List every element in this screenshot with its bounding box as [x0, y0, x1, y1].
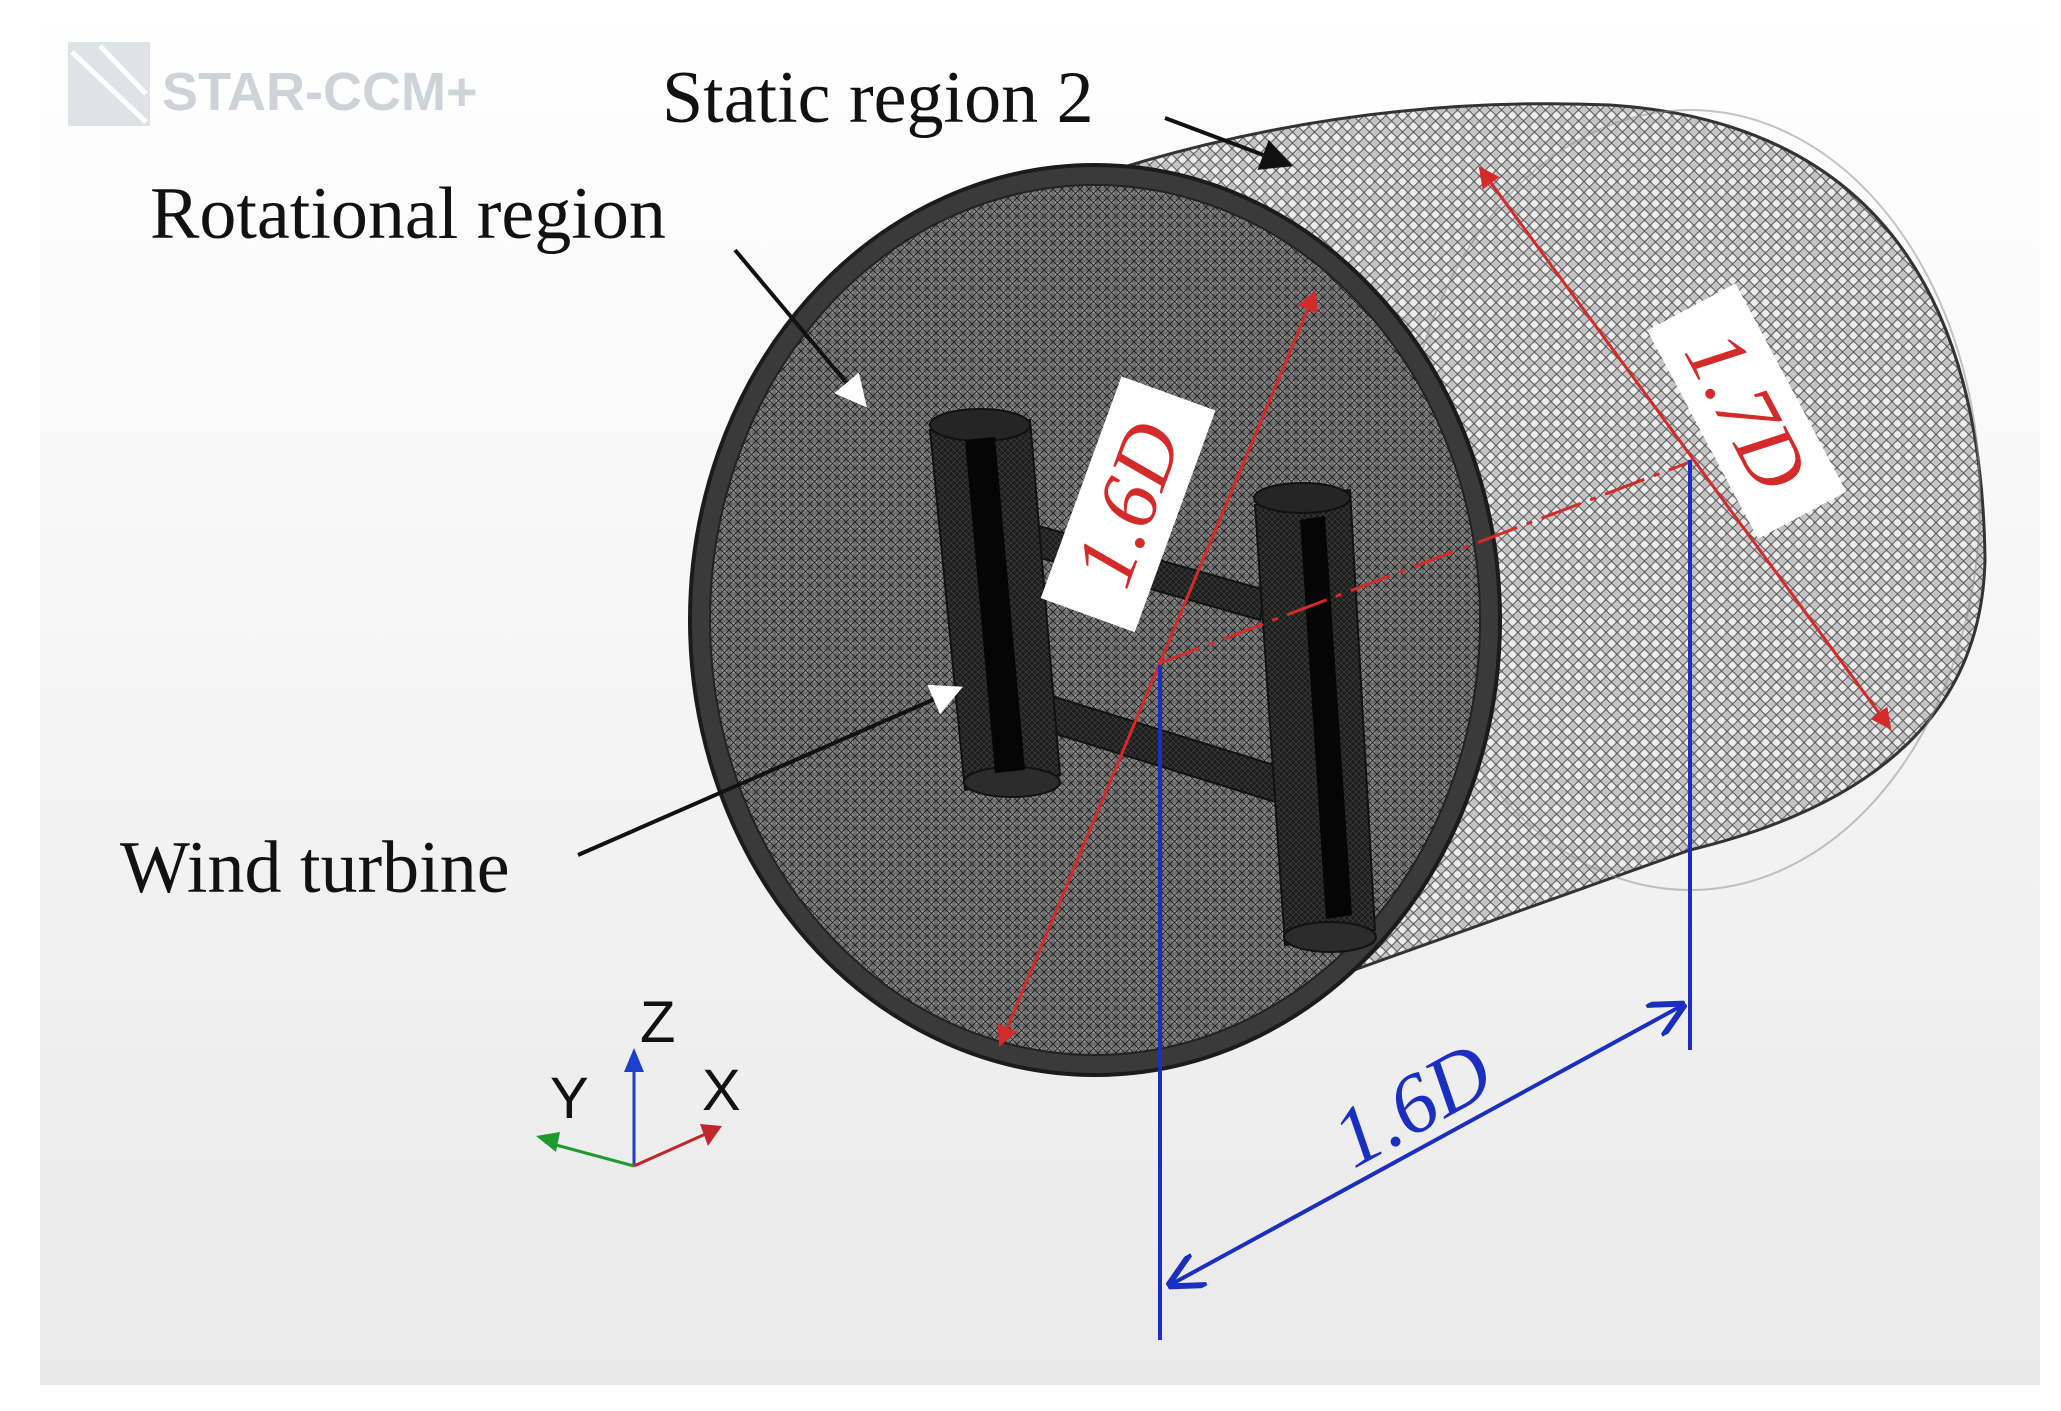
static-region-leader [1164, 116, 1293, 170]
logo-text: STAR-CCM+ [162, 62, 477, 122]
axis-y-label: Y [550, 1066, 589, 1131]
y-axis-arrow-icon [536, 1132, 560, 1152]
wind-turbine-leader [577, 684, 963, 857]
wind-turbine-label: Wind turbine [120, 827, 510, 909]
axis-x-label: X [702, 1058, 741, 1123]
coordinate-triad: Z Y X [536, 990, 741, 1168]
axis-z-label: Z [640, 990, 675, 1055]
static-region-label: Static region 2 [662, 57, 1094, 139]
length-dimension [1158, 460, 1692, 1340]
z-axis-arrow-icon [624, 1048, 644, 1072]
x-axis-arrow-icon [700, 1124, 722, 1146]
rotational-region-leader [733, 248, 868, 408]
diameter-outer-dimension [1478, 166, 1892, 730]
diameter-inner-dimension [997, 290, 1318, 1047]
rotational-region-label: Rotational region [150, 173, 666, 255]
star-ccm-logo: STAR-CCM+ [68, 42, 477, 126]
axis-centerline [1159, 460, 1691, 665]
